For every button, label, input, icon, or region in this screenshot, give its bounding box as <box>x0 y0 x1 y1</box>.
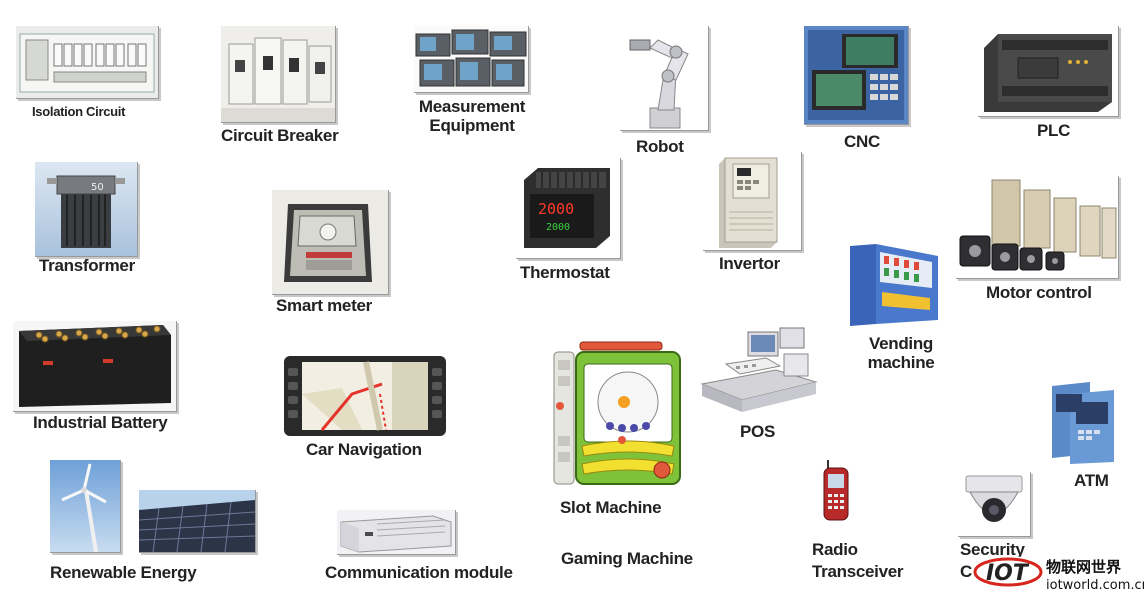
smart-meter-image <box>272 190 389 295</box>
security-camera-image <box>958 472 1031 537</box>
measurement-equipment-line2: Equipment <box>429 116 515 135</box>
radio-transceiver-image <box>820 458 852 522</box>
plc-image <box>978 26 1119 117</box>
gaming-machine-label: Gaming Machine <box>561 549 693 568</box>
vending-machine-line2: machine <box>867 353 935 372</box>
pos-label: POS <box>740 422 776 441</box>
motor-control-image <box>956 176 1119 279</box>
transformer-label: Transformer <box>39 256 135 275</box>
iotworld-logo-text: IOT <box>986 561 1030 586</box>
cnc-image <box>804 26 909 125</box>
motor-control-label: Motor control <box>986 283 1092 302</box>
vending-machine-label: Vending machine <box>856 334 946 372</box>
vending-machine-image <box>846 242 942 328</box>
thermostat-label: Thermostat <box>520 263 610 282</box>
security-camera-line2: C <box>960 562 972 581</box>
invertor-label: Invertor <box>719 254 780 273</box>
watermark-title: 物联网世界 <box>1046 558 1122 576</box>
robot-label: Robot <box>636 137 684 156</box>
robot-image <box>620 26 709 131</box>
industrial-battery-label: Industrial Battery <box>33 413 168 432</box>
smart-meter-label: Smart meter <box>276 296 372 315</box>
communication-module-label: Communication module <box>325 563 513 582</box>
measurement-equipment-line1: Measurement <box>418 97 526 116</box>
iotworld-logo-icon: IOT <box>972 550 1044 590</box>
renewable-energy-label: Renewable Energy <box>50 563 197 582</box>
circuit-breaker-label: Circuit Breaker <box>221 126 339 145</box>
thermostat-sv: 2000 <box>546 222 570 233</box>
watermark-url: iotworld.com.cn <box>1046 578 1144 593</box>
measurement-equipment-image <box>414 26 529 93</box>
car-navigation-label: Car Navigation <box>306 440 422 459</box>
transformer-image: 50 <box>35 162 138 257</box>
thermostat-pv: 2000 <box>538 200 574 218</box>
radio-transceiver-line2: Transceiver <box>812 562 904 581</box>
industrial-battery-image <box>13 321 177 412</box>
slot-machine-label: Slot Machine <box>560 498 662 517</box>
slot-machine-image <box>552 340 682 488</box>
communication-module-image <box>337 510 456 555</box>
security-camera-line1: Security <box>960 540 1025 559</box>
vending-machine-line1: Vending <box>868 334 934 353</box>
thermostat-image: 2000 2000 <box>516 158 621 259</box>
atm-image <box>1044 378 1120 464</box>
car-navigation-image <box>282 354 448 438</box>
radio-transceiver-label: Radio Transceiver <box>812 540 904 581</box>
wind-turbine-image <box>50 460 121 553</box>
security-camera-label: Security C <box>960 540 1025 581</box>
invertor-image <box>703 152 802 251</box>
solar-panel-image <box>139 490 256 553</box>
cnc-label: CNC <box>844 132 880 151</box>
pos-image <box>696 324 818 412</box>
isolation-circuit-label: Isolation Circuit <box>32 104 126 119</box>
circuit-breaker-image <box>221 26 336 123</box>
atm-label: ATM <box>1074 471 1109 490</box>
isolation-circuit-image <box>16 26 159 99</box>
transformer-tag: 50 <box>91 182 104 193</box>
radio-transceiver-line1: Radio <box>812 540 858 559</box>
plc-label: PLC <box>1037 121 1071 140</box>
measurement-equipment-label: Measurement Equipment <box>410 97 534 135</box>
